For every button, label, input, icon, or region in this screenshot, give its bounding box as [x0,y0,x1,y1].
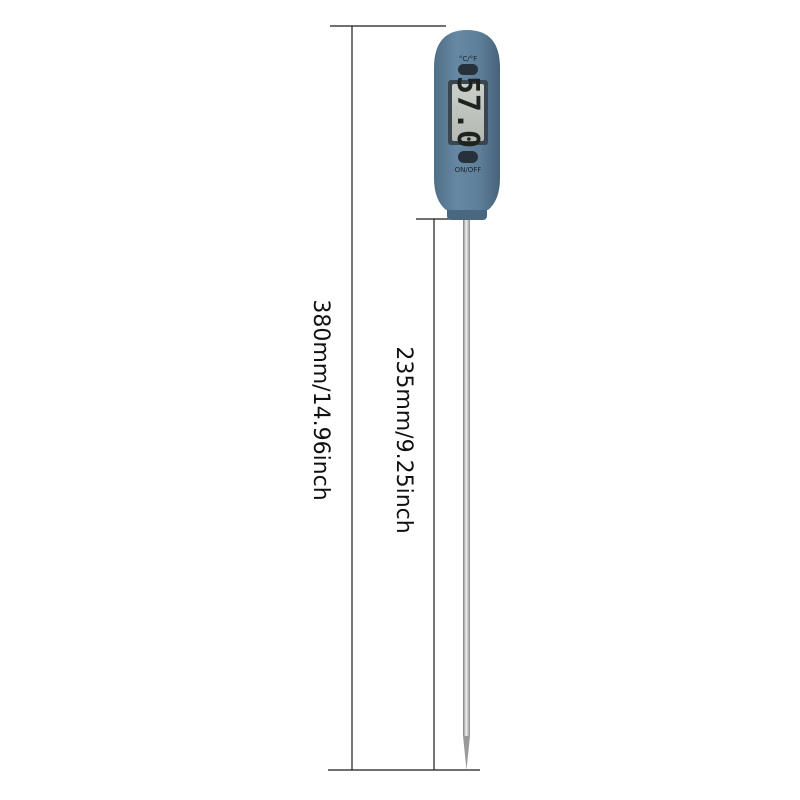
lcd-screen [452,84,484,141]
probe-shaft [463,216,470,736]
thermometer-handle: °C/°F 57.0 ON/OFF [434,30,500,220]
probe-length-dimension: 235mm/9.25inch [391,218,450,770]
total-length-label: 380mm/14.96inch [308,299,333,500]
power-button[interactable] [458,151,478,163]
total-length-dimension: 380mm/14.96inch [308,25,480,771]
probe-tip [463,736,470,770]
power-button-label: ON/OFF [455,166,482,174]
lcd-display: 57.0 [448,76,488,148]
temperature-reading: 57.0 [450,76,485,148]
thermometer-probe [463,216,470,770]
unit-toggle-button[interactable] [458,64,478,75]
unit-button-label: °C/°F [459,55,477,63]
probe-length-label: 235mm/9.25inch [391,346,416,533]
